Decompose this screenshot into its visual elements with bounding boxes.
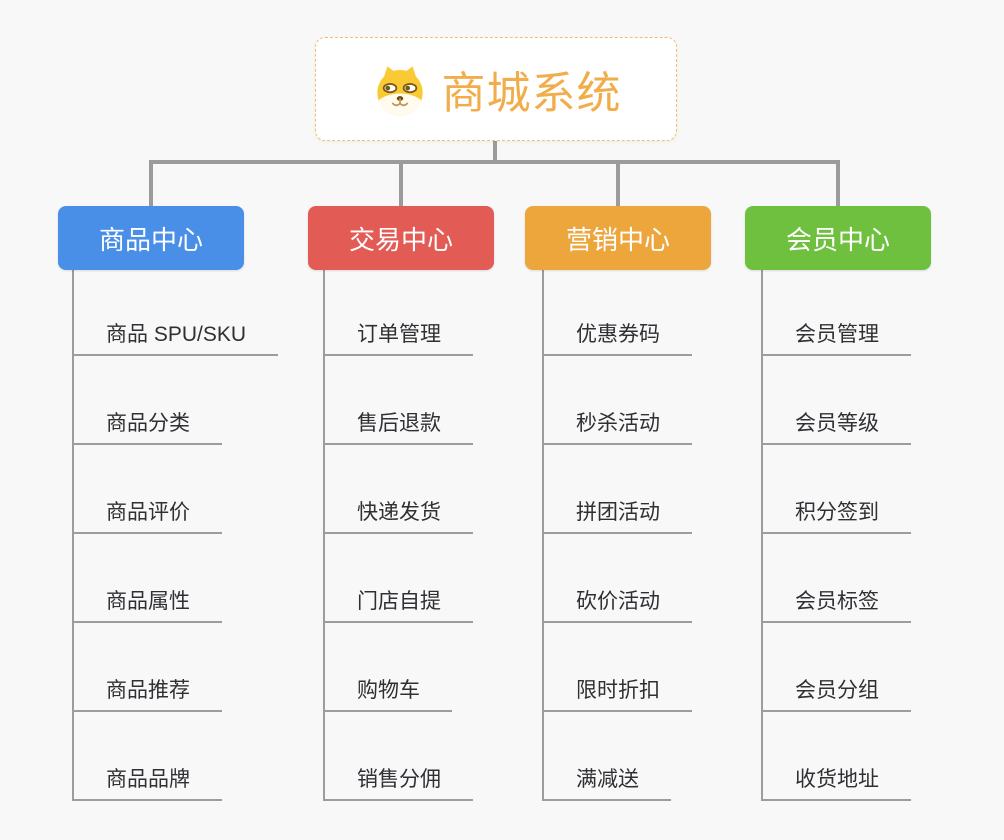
leaf-node[interactable]: 收货地址 — [761, 761, 911, 801]
leaf-node[interactable]: 优惠券码 — [542, 316, 692, 356]
leaf-node[interactable]: 会员管理 — [761, 316, 911, 356]
leaf-node[interactable]: 商品分类 — [72, 405, 222, 445]
leaf-node[interactable]: 限时折扣 — [542, 672, 692, 712]
branch-label: 交易中心 — [348, 224, 453, 255]
leaf-node[interactable]: 商品属性 — [72, 583, 222, 623]
root-node-mall-system[interactable]: 商城系统 — [315, 37, 677, 141]
leaf-node[interactable]: 砍价活动 — [542, 583, 692, 623]
leaf-node[interactable]: 秒杀活动 — [542, 405, 692, 445]
column-line — [761, 270, 763, 799]
leaf-node[interactable]: 满减送 — [542, 761, 671, 801]
branch-label: 会员中心 — [785, 224, 890, 255]
leaf-node[interactable]: 快递发货 — [323, 494, 473, 534]
leaf-node[interactable]: 会员分组 — [761, 672, 911, 712]
leaf-node[interactable]: 订单管理 — [323, 316, 473, 356]
leaf-node[interactable]: 商品品牌 — [72, 761, 222, 801]
column-line — [323, 270, 325, 799]
branch-drop-line — [836, 160, 840, 206]
leaf-node[interactable]: 拼团活动 — [542, 494, 692, 534]
trunk-connector-line — [149, 160, 840, 164]
branch-member-center[interactable]: 会员中心 — [745, 206, 931, 270]
leaf-node[interactable]: 商品推荐 — [72, 672, 222, 712]
shiba-dog-icon — [376, 66, 423, 116]
branch-trade-center[interactable]: 交易中心 — [308, 206, 494, 270]
branch-drop-line — [399, 160, 403, 206]
root-title: 商城系统 — [441, 69, 622, 118]
branch-drop-line — [149, 160, 153, 206]
branch-drop-line — [616, 160, 620, 206]
branch-product-center[interactable]: 商品中心 — [58, 206, 244, 270]
leaf-node[interactable]: 商品评价 — [72, 494, 222, 534]
leaf-node[interactable]: 门店自提 — [323, 583, 473, 623]
leaf-node[interactable]: 积分签到 — [761, 494, 911, 534]
leaf-node[interactable]: 会员等级 — [761, 405, 911, 445]
branch-marketing-center[interactable]: 营销中心 — [525, 206, 711, 270]
leaf-node[interactable]: 销售分佣 — [323, 761, 473, 801]
root-connector-line — [493, 141, 497, 164]
column-line — [72, 270, 74, 799]
leaf-node[interactable]: 购物车 — [323, 672, 452, 712]
leaf-node[interactable]: 售后退款 — [323, 405, 473, 445]
leaf-node[interactable]: 商品 SPU/SKU — [72, 316, 279, 356]
branch-label: 营销中心 — [565, 224, 670, 255]
branch-label: 商品中心 — [98, 224, 203, 255]
column-line — [542, 270, 544, 799]
leaf-node[interactable]: 会员标签 — [761, 583, 911, 623]
